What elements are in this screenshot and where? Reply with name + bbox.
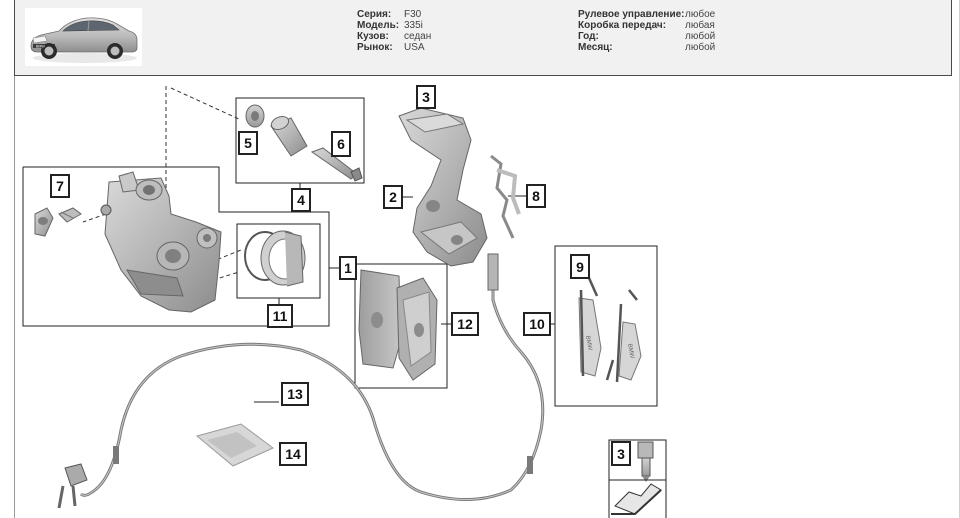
callout-12[interactable]: 12 [451, 312, 479, 336]
parts-diagram: BMW BMW [14, 76, 952, 518]
grease-packet [195, 423, 274, 467]
callout-5[interactable]: 5 [238, 131, 258, 155]
spec-value: USA [404, 42, 425, 53]
callout-1[interactable]: 1 [339, 256, 357, 280]
spec-row-steering: Рулевое управление: любое [578, 9, 715, 20]
spec-row-month: Месяц: любой [578, 42, 715, 53]
spec-label: Рулевое управление: [578, 9, 685, 20]
spec-label: Кузов: [357, 31, 389, 42]
spec-row-model: Модель: 335i [357, 20, 431, 31]
anti-rattle-spring [490, 154, 521, 239]
callout-10[interactable]: 10 [523, 312, 551, 336]
brake-caliper [100, 171, 222, 313]
spec-row-body: Кузов: седан [357, 31, 431, 42]
spec-row-year: Год: любой [578, 31, 715, 42]
callout-14[interactable]: 14 [279, 442, 307, 466]
spec-value: любой [685, 31, 716, 42]
spec-label: Рынок: [357, 42, 393, 53]
callout-4[interactable]: 4 [291, 188, 311, 212]
spec-value: любая [685, 20, 715, 31]
group-box-10 [554, 245, 658, 407]
spec-label: Серия: [357, 9, 392, 20]
pad-retaining-springs: BMW BMW [578, 277, 642, 383]
callout-13[interactable]: 13 [281, 382, 309, 406]
solid-leaders [254, 183, 555, 403]
car-image: BMW [30, 17, 138, 63]
brake-pads [358, 269, 438, 381]
spec-row-transmission: Коробка передач: любая [578, 20, 715, 31]
spec-value: 335i [404, 20, 423, 31]
vehicle-info-header: BMW Серия: F30 Модель: 335i Кузов: седан… [14, 0, 952, 76]
vehicle-specs-right: Рулевое управление: любое Коробка переда… [578, 9, 715, 53]
bleeder-valve-part [34, 207, 82, 237]
spec-value: седан [404, 31, 432, 42]
svg-text:BMW: BMW [584, 335, 593, 351]
callout-2[interactable]: 2 [383, 185, 403, 209]
carrier-bolt [609, 441, 666, 515]
spec-label: Модель: [357, 20, 400, 31]
callout-3-bolt[interactable]: 3 [611, 441, 631, 466]
spec-label: Коробка передач: [578, 20, 667, 31]
callout-7[interactable]: 7 [50, 174, 70, 198]
piston-seal-kit [244, 230, 306, 287]
group-box-12 [354, 263, 448, 389]
guide-bolt-parts [245, 104, 363, 182]
caliper-carrier [398, 107, 488, 267]
svg-text:BMW: BMW [36, 44, 45, 48]
parts-illustration: BMW BMW [22, 86, 667, 518]
spec-value: любой [685, 42, 716, 53]
callout-11[interactable]: 11 [267, 304, 293, 328]
callout-6[interactable]: 6 [331, 131, 351, 157]
svg-text:BMW: BMW [626, 343, 635, 359]
spec-row-series: Серия: F30 [357, 9, 431, 20]
callout-9[interactable]: 9 [570, 254, 590, 279]
spec-value: любое [685, 9, 716, 20]
spec-label: Год: [578, 31, 599, 42]
car-thumbnail: BMW [25, 8, 142, 66]
brake-wear-sensor-cable [57, 253, 545, 509]
spec-label: Месяц: [578, 42, 613, 53]
vehicle-specs-left: Серия: F30 Модель: 335i Кузов: седан Рын… [357, 9, 431, 53]
spec-row-market: Рынок: USA [357, 42, 431, 53]
callout-8[interactable]: 8 [526, 184, 546, 208]
group-box-1 [22, 166, 330, 327]
callout-3[interactable]: 3 [416, 85, 436, 109]
spec-value: F30 [404, 9, 422, 20]
